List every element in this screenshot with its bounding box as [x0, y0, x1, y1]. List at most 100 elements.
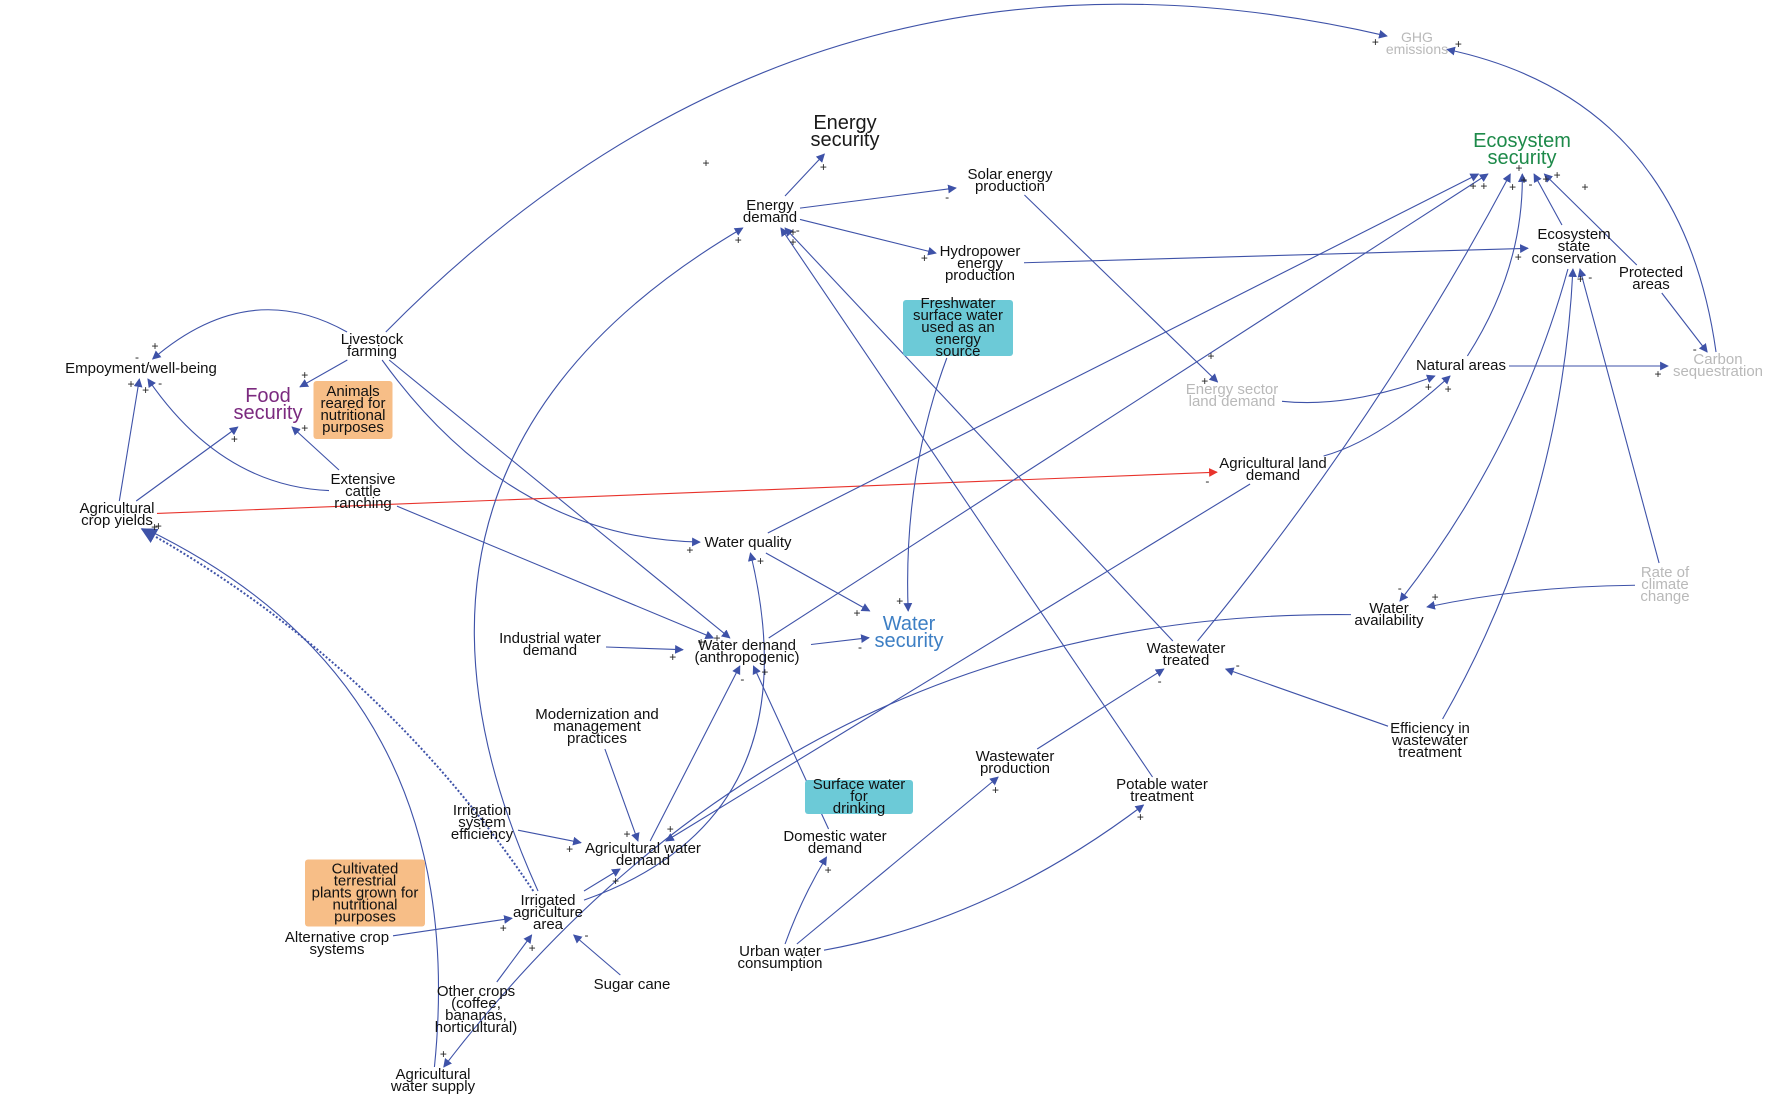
- polarity-sign: -: [1205, 473, 1210, 488]
- edge-agri-supply-to-crop-yields: [145, 528, 440, 1068]
- polarity-sign: +: [669, 650, 677, 665]
- edge-water-availability-to-agri-supply: [443, 614, 1352, 1068]
- node-water-demand-anthropogenic: Water demand(anthropogenic): [694, 637, 800, 666]
- edge-rate-climate-to-ecosystem-conservation: [1577, 268, 1660, 564]
- edge-wastewater-treated-to-ecosystem-security: [1197, 173, 1511, 642]
- polarity-sign: -: [945, 190, 950, 205]
- polarity-sign: +: [439, 1047, 447, 1062]
- polarity-sign: +: [142, 383, 150, 398]
- polarity-sign: +: [686, 542, 694, 557]
- polarity-sign: +: [697, 634, 705, 649]
- polarity-sign: +: [1654, 367, 1662, 381]
- polarity-sign: +: [734, 232, 742, 247]
- polarity-sign: +: [151, 519, 159, 534]
- polarity-sign: +: [819, 159, 827, 174]
- polarity-sign: +: [896, 594, 904, 609]
- polarity-sign: +: [127, 377, 135, 391]
- edge-urban-to-domestic: [784, 856, 827, 945]
- polarity-sign: +: [1520, 173, 1528, 187]
- polarity-sign: +: [1515, 161, 1523, 175]
- edge-ww-production-to-wastewater-treated: [1036, 668, 1165, 750]
- node-other-crops: Other crops(coffee,bananas,horticultural…: [434, 983, 518, 1036]
- edge-irrigated-area-to-agri-water-demand: [583, 868, 621, 892]
- edge-urban-to-ww-production: [796, 776, 999, 945]
- polarity-sign: -: [740, 671, 745, 686]
- polarity-sign: -: [1692, 341, 1697, 356]
- edge-wastewater-treated-to-energy-demand: [784, 227, 1174, 642]
- polarity-sign: +: [1514, 249, 1522, 264]
- edge-rate-climate-to-water-availability: [1426, 584, 1636, 610]
- node-employment-wellbeing: Empoyment/well-being: [65, 360, 217, 377]
- edge-ecosystem-conservation-to-ecosystem-security: [1533, 173, 1563, 226]
- edge-crop-yields-to-employment: [118, 378, 143, 502]
- polarity-sign: +: [1542, 171, 1550, 186]
- edge-protected-areas-to-ecosystem-security: [1543, 173, 1638, 266]
- edge-carbon-to-ghg: [1446, 46, 1717, 353]
- polarity-sign: -: [795, 222, 800, 237]
- polarity-sign: +: [702, 156, 710, 170]
- edge-potable-to-energy-demand: [780, 227, 1153, 778]
- edge-livestock-to-employment: [151, 309, 348, 360]
- edge-water-demand-to-water-security: [810, 634, 870, 646]
- polarity-sign: +: [301, 420, 309, 435]
- edge-livestock-to-water-quality: [381, 359, 701, 547]
- edge-water-quality-to-ecosystem-security: [767, 173, 1480, 534]
- edge-agri-water-demand-to-water-demand: [649, 665, 741, 842]
- edge-efficiency-ww-to-ecosystem-conservation: [1442, 268, 1577, 720]
- polarity-sign: +: [612, 874, 620, 889]
- polarity-sign: -: [1235, 657, 1240, 672]
- polarity-sign: +: [761, 664, 769, 679]
- edge-energy-demand-to-energy-security: [784, 153, 825, 197]
- edge-efficiency-ww-to-wastewater-treated: [1224, 667, 1389, 727]
- polarity-sign: +: [1553, 168, 1561, 183]
- polarity-sign: +: [789, 224, 797, 239]
- polarity-sign: +: [1480, 179, 1488, 194]
- polarity-sign: -: [1397, 581, 1402, 596]
- edge-freshwater-to-water-security: [903, 357, 948, 612]
- edge-crop-yields-to-food-security: [135, 426, 239, 502]
- polarity-sign: +: [920, 251, 928, 266]
- polarity-sign: +: [1454, 36, 1462, 51]
- edge-irrigated-area-to-water-quality: [583, 552, 765, 901]
- polarity-sign: -: [1588, 269, 1593, 284]
- edge-extensive-cattle-to-water-demand: [396, 505, 715, 640]
- polarity-sign: -: [1157, 674, 1162, 689]
- edge-solar-to-energy-land: [1024, 194, 1219, 383]
- polarity-sign: +: [151, 339, 159, 354]
- edge-sugar-to-irrigated-area: [572, 934, 621, 976]
- polarity-sign: +: [528, 940, 536, 955]
- edge-hydropower-to-ecosystem-conservation: [1023, 244, 1529, 264]
- polarity-sign: +: [301, 367, 309, 382]
- edge-energy-demand-to-hydropower: [799, 218, 937, 256]
- polarity-sign: +: [1201, 373, 1209, 388]
- edge-energy-land-to-natural-areas: [1281, 374, 1436, 404]
- polarity-sign: -: [857, 639, 862, 654]
- polarity-sign: +: [713, 630, 721, 645]
- edge-extensive-cattle-to-employment: [147, 378, 330, 492]
